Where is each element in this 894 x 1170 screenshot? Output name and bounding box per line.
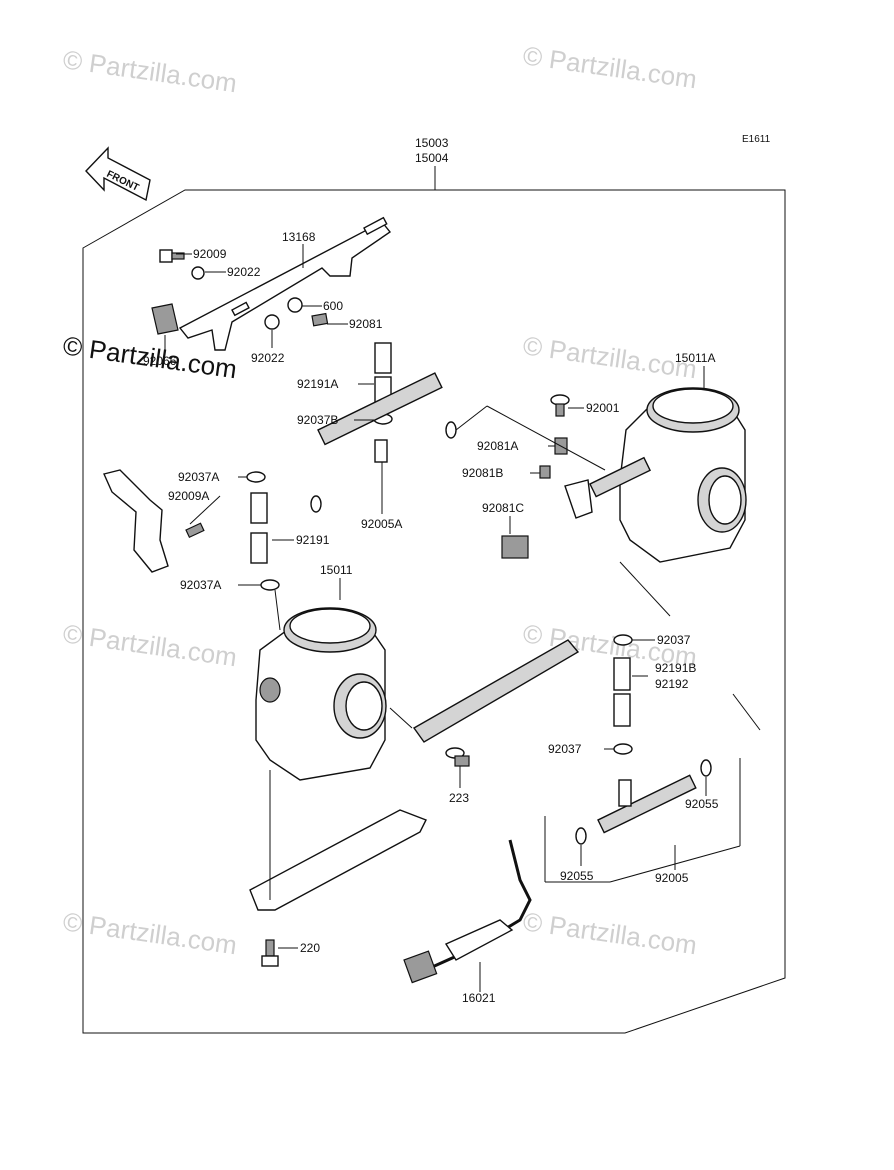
- bolt-223: [445, 747, 470, 767]
- assembly-number-1: 15003: [415, 136, 449, 150]
- callout-16021: 16021: [462, 991, 496, 1005]
- spring-92081: [311, 312, 329, 327]
- bracket-13168: [178, 216, 392, 351]
- watermark: © Partzilla.com: [61, 44, 239, 98]
- callout-92191A: 92191A: [297, 377, 338, 391]
- cap-600: [287, 297, 303, 313]
- screw-92009A: [185, 522, 205, 539]
- hose-92191: [250, 492, 268, 524]
- callout-92037A: 92037A: [178, 470, 219, 484]
- watermark: © Partzilla.com: [521, 40, 699, 94]
- clamp-92037A: [246, 471, 266, 483]
- plate-bottom: [249, 809, 427, 911]
- cable-16021: [403, 839, 532, 984]
- diagram-id: E1611: [742, 134, 771, 145]
- callout-92009A: 92009A: [168, 489, 209, 503]
- assembly-number-2: 15004: [415, 151, 449, 165]
- hose-92191A: [374, 342, 392, 374]
- watermark: © Partzilla.com: [521, 906, 699, 960]
- washer-92022: [191, 266, 205, 280]
- watermark: © Partzilla.com: [61, 906, 239, 960]
- callout-223: 223: [449, 791, 469, 805]
- clamp-92037A: [260, 579, 280, 591]
- clip-92066: [151, 303, 179, 335]
- callout-92081B: 92081B: [462, 466, 503, 480]
- screw-92001: [550, 394, 570, 417]
- plate-92081C: [564, 479, 593, 519]
- callout-15011A: 15011A: [675, 351, 715, 365]
- callout-92009: 92009: [193, 247, 227, 261]
- callouts: 92009 13168 92022 600 92081 92066 92022 …: [143, 230, 719, 1005]
- callout-92081: 92081: [349, 317, 383, 331]
- callout-92022: 92022: [227, 265, 261, 279]
- callout-220: 220: [300, 941, 320, 955]
- screw-92009: [159, 249, 185, 263]
- callout-92081C: 92081C: [482, 501, 524, 515]
- leader-lines: [164, 244, 761, 992]
- callout-92037: 92037: [657, 633, 691, 647]
- bracket-left: [103, 469, 169, 573]
- watermark: © Partzilla.com: [521, 330, 699, 384]
- front-arrow-icon: FRONT: [85, 146, 151, 202]
- callout-92037A-b: 92037A: [180, 578, 221, 592]
- assembly-frame: [82, 189, 786, 1034]
- spring-92081B: [539, 465, 551, 479]
- callout-92005A: 92005A: [361, 517, 402, 531]
- callout-92192: 92192: [655, 677, 689, 691]
- callout-600: 600: [323, 299, 343, 313]
- watermark: © Partzilla.com: [61, 618, 239, 672]
- callout-92037B: 92037B: [297, 413, 338, 427]
- bolt-220: [261, 939, 279, 967]
- fitting-92005: [575, 759, 712, 845]
- carburetor-15011A: [589, 387, 747, 563]
- fitting-92005A: [310, 372, 457, 513]
- callout-15011: 15011: [320, 563, 353, 577]
- callout-92081A: 92081A: [477, 439, 518, 453]
- carburetor-15011: [255, 607, 387, 781]
- hose-92191B: [613, 657, 631, 691]
- callout-92022-b: 92022: [251, 351, 285, 365]
- callout-92005: 92005: [655, 871, 689, 885]
- callout-92037-b: 92037: [548, 742, 582, 756]
- callout-92191: 92191: [296, 533, 330, 547]
- callout-13168: 13168: [282, 230, 316, 244]
- spring-92081C: [501, 535, 529, 559]
- clamp-92037: [613, 634, 633, 646]
- link-rod: [412, 639, 580, 743]
- clamp-92037: [613, 743, 633, 755]
- callout-92066: 92066: [143, 354, 177, 368]
- callout-92055-b: 92055: [560, 869, 594, 883]
- callout-92055: 92055: [685, 797, 719, 811]
- washer-92022: [264, 314, 280, 330]
- callout-92001: 92001: [586, 401, 620, 415]
- callout-92191B: 92191B: [655, 661, 696, 675]
